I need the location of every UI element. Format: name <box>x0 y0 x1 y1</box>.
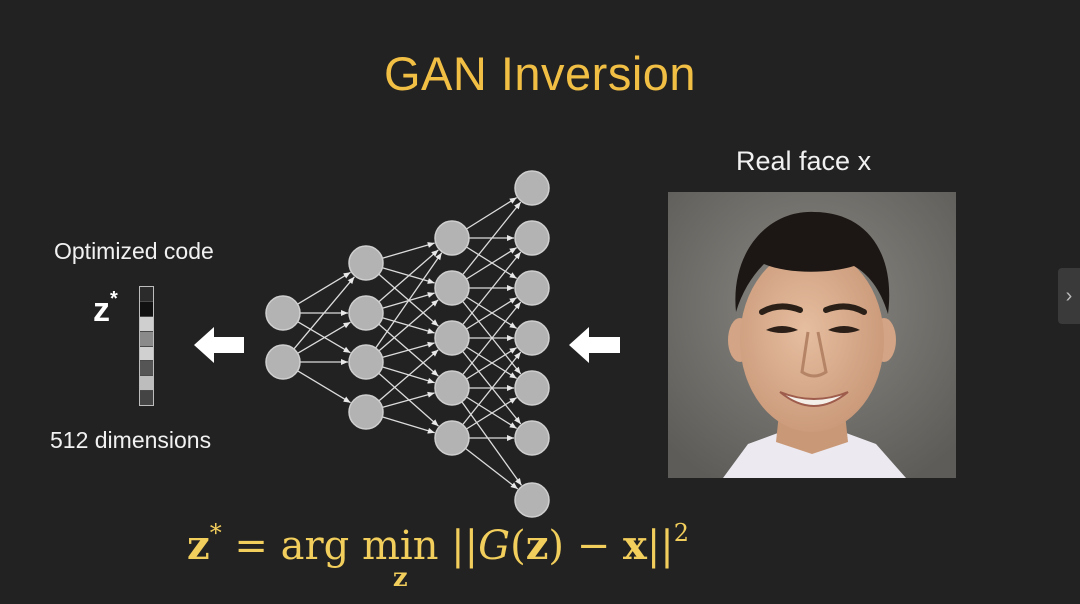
network-edge <box>461 401 523 486</box>
formula-lhs: z <box>187 522 210 569</box>
real-face-photo <box>668 192 956 478</box>
network-node <box>514 320 550 356</box>
network-edge <box>297 370 351 404</box>
code-cell <box>140 361 153 377</box>
code-cell <box>140 287 153 302</box>
z-star-symbol: z* <box>93 287 118 330</box>
network-node <box>348 295 384 331</box>
code-cell <box>140 301 153 317</box>
formula-norm-open: || <box>438 523 479 569</box>
network-node <box>434 420 470 456</box>
network-edge <box>466 396 518 430</box>
slide-title: GAN Inversion <box>383 47 697 100</box>
network-node <box>348 245 384 281</box>
z-symbol: z <box>93 291 110 329</box>
network-edge <box>462 301 522 376</box>
network-node <box>348 344 384 380</box>
formula-min-text: min <box>361 523 439 569</box>
network-node <box>514 170 550 206</box>
network-edge <box>462 251 522 326</box>
network-edge <box>382 391 435 409</box>
network-edge <box>465 447 519 490</box>
formula-paren-close: ) <box>548 523 565 569</box>
network-edge <box>466 296 518 330</box>
real-face-label: Real face x <box>736 146 872 176</box>
network-edge <box>297 271 351 305</box>
network-edge <box>466 196 518 230</box>
network-edge <box>462 201 522 276</box>
network-node <box>348 394 384 430</box>
network-node <box>434 270 470 306</box>
network-edge <box>378 249 439 303</box>
formula-paren-open: ( <box>510 523 526 569</box>
code-cell <box>140 376 153 392</box>
latent-code-vector <box>139 286 154 406</box>
network-node <box>434 320 470 356</box>
formula-x: x <box>622 522 647 569</box>
network-edge <box>462 351 522 426</box>
formula-arg: arg <box>280 523 362 569</box>
network-node <box>514 370 550 406</box>
formula-norm-close: || <box>646 523 674 569</box>
network-edge <box>382 341 435 359</box>
code-cell <box>140 316 153 332</box>
network-edge <box>378 349 439 402</box>
optimized-code-label: Optimized code <box>54 238 214 264</box>
code-cell <box>140 346 153 362</box>
network-edge <box>382 242 435 259</box>
network-edge <box>297 321 351 354</box>
network-node <box>514 482 550 518</box>
network-nodes <box>265 170 550 518</box>
network-edge <box>378 299 439 352</box>
code-cell <box>140 391 153 405</box>
network-edge <box>293 276 355 350</box>
network-node <box>514 270 550 306</box>
formula-lhs-sup: * <box>209 518 222 547</box>
network-edge <box>466 246 518 280</box>
network-node <box>265 295 301 331</box>
formula-power: 2 <box>673 518 690 547</box>
formula-G: G <box>478 523 511 569</box>
dimensions-label: 512 dimensions <box>50 427 212 453</box>
network-node <box>514 420 550 456</box>
left-arrow-icon <box>569 327 620 363</box>
network-node <box>514 220 550 256</box>
code-cell <box>140 331 153 347</box>
formula-eq: = <box>221 523 281 569</box>
network-node <box>265 344 301 380</box>
chevron-right-icon[interactable]: › <box>1058 268 1080 324</box>
network-edge <box>375 252 443 349</box>
left-arrow-icon <box>194 327 244 363</box>
network-node <box>434 370 470 406</box>
network-edges <box>293 196 523 490</box>
z-superscript: * <box>110 287 118 310</box>
formula-z: z <box>525 522 549 569</box>
network-edge <box>382 416 435 434</box>
formula-minus: − <box>564 523 623 569</box>
network-edge <box>466 346 518 380</box>
formula-min-sub: z <box>392 563 408 593</box>
network-node <box>434 220 470 256</box>
